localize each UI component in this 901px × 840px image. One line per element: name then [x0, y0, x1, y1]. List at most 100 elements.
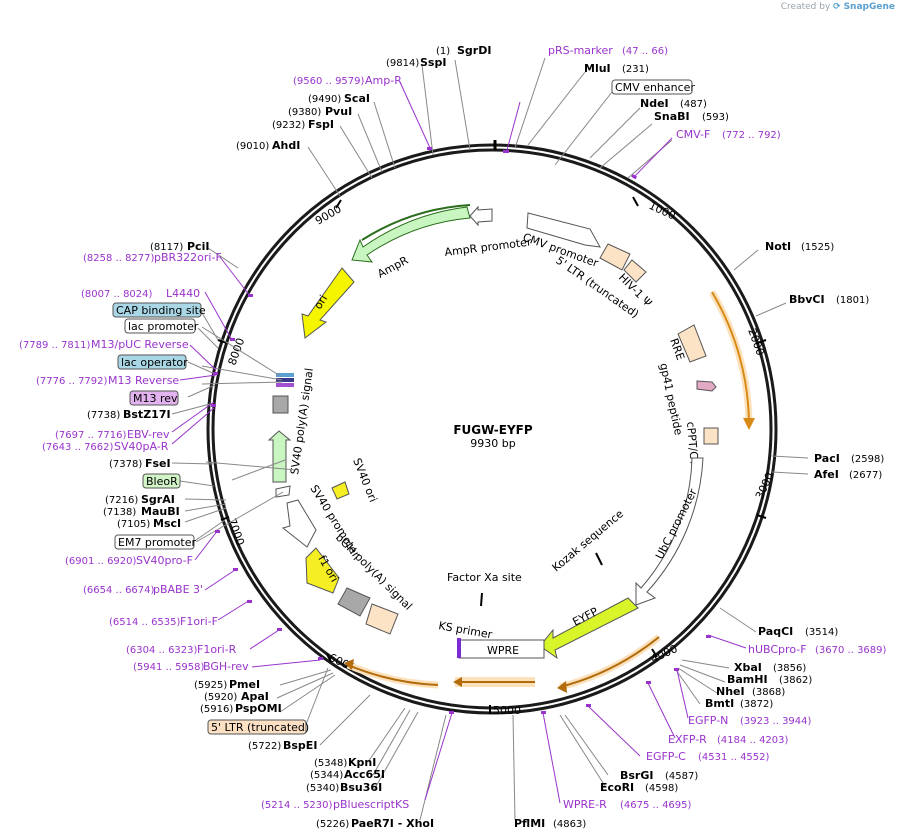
site-paqci[interactable]: PaqCI	[758, 625, 793, 638]
site-kpni[interactable]: KpnI	[348, 756, 376, 769]
site-bamhi[interactable]: BamHI	[727, 673, 768, 686]
site-snabi[interactable]: SnaBI	[654, 110, 690, 123]
site-pos-afei: (2677)	[849, 470, 882, 481]
site-pos-ndei: (487)	[680, 99, 707, 110]
site-pos-mlui: (231)	[622, 64, 649, 75]
site-bsrgi[interactable]: BsrGI	[620, 769, 653, 782]
site-pflmi[interactable]: PflMI	[514, 817, 545, 830]
site-ecori[interactable]: EcoRI	[600, 781, 634, 794]
site-xhoi[interactable]: PaeR7I - XhoI	[351, 817, 434, 830]
f1-ori-arrow	[305, 547, 340, 594]
kozak-label: Kozak sequence	[550, 507, 627, 574]
label-cmv-enhancer[interactable]: CMV enhancer	[615, 81, 695, 94]
primer-labels[interactable]: pRS-marker (47 .. 66) CMV-F (772 .. 792)…	[19, 44, 887, 811]
site-paci[interactable]: PacI	[814, 452, 840, 465]
primer-egfp-c[interactable]: EGFP-C	[646, 750, 686, 763]
site-pos-noti: (1525)	[801, 242, 834, 253]
site-pos-paqci: (3514)	[805, 627, 838, 638]
primer-m13puc-reverse[interactable]: M13/pUC Reverse	[91, 338, 189, 351]
primer-pbabe[interactable]: pBABE 3'	[153, 583, 203, 596]
boxed-feature-labels[interactable]: CMV enhancer CAP binding site lac promot…	[112, 79, 695, 735]
site-sgrdi[interactable]: SgrDI	[457, 44, 491, 57]
site-msci[interactable]: MscI	[153, 517, 181, 530]
primer-m13-reverse[interactable]: M13 Reverse	[108, 374, 179, 387]
gp41-label: gp41 peptide	[657, 362, 685, 437]
site-fsei[interactable]: FseI	[145, 457, 171, 470]
site-pspomi[interactable]: PspOMI	[235, 702, 282, 715]
snapgene-credit: Created by ⟳ SnapGene	[781, 2, 895, 12]
rre-box	[677, 324, 707, 363]
site-bstz17i[interactable]: BstZ17I	[123, 408, 171, 421]
cppt-box	[703, 427, 719, 445]
factor-xa-mark	[480, 592, 483, 607]
site-bsu36i[interactable]: Bsu36I	[340, 781, 382, 794]
site-fspi[interactable]: FspI	[308, 118, 334, 131]
primer-f1ori-r[interactable]: F1ori-R	[197, 643, 237, 656]
site-mlui[interactable]: MluI	[584, 62, 611, 75]
site-ndei[interactable]: NdeI	[640, 97, 669, 110]
site-bmti[interactable]: BmtI	[705, 697, 734, 710]
label-5ltr[interactable]: 5' LTR (truncated)	[211, 721, 309, 734]
snapgene-logo-icon: ⟳	[833, 2, 841, 12]
primer-ebv-rev[interactable]: EBV-rev	[127, 428, 170, 441]
primer-pos-l4440: (8007 .. 8024)	[81, 289, 153, 300]
box-em7-promoter	[114, 534, 195, 550]
box-bleor	[142, 473, 181, 489]
site-pmei[interactable]: PmeI	[229, 678, 260, 691]
site-nhei[interactable]: NheI	[716, 685, 745, 698]
site-pos-paci: (2598)	[851, 454, 884, 465]
primer-exfp-r[interactable]: EXFP-R	[668, 733, 707, 746]
primer-sv40pa-r[interactable]: SV40pA-R	[114, 440, 169, 453]
label-em7-promoter[interactable]: EM7 promoter	[118, 536, 196, 549]
label-bleor[interactable]: BleoR	[146, 475, 178, 488]
site-sspi[interactable]: SspI	[420, 56, 446, 69]
restriction-sites[interactable]: (1) SgrDI MluI (231) NdeI (487) SnaBI (5…	[87, 44, 884, 830]
site-pos-pmei: (5925)	[194, 680, 227, 691]
site-pvui[interactable]: PvuI	[325, 105, 352, 118]
site-bbvci[interactable]: BbvCI	[789, 293, 825, 306]
grey-box	[337, 587, 371, 617]
label-lac-operator[interactable]: lac operator	[121, 356, 188, 369]
primer-hubcpro-f[interactable]: hUBCpro-F	[748, 643, 807, 656]
site-sgrai[interactable]: SgrAI	[141, 493, 175, 506]
primer-sv40pro-f[interactable]: SV40pro-F	[136, 554, 193, 567]
label-m13-rev[interactable]: M13 rev	[133, 392, 178, 405]
ori-arrow	[301, 267, 355, 339]
ltr-box	[599, 243, 631, 271]
site-pos-scai: (9490)	[308, 94, 341, 105]
site-pos-xbai: (3856)	[773, 663, 806, 674]
site-pos-sspi: (9814)	[386, 58, 419, 69]
primer-pbluescriptks[interactable]: pBluescriptKS	[333, 798, 409, 811]
site-xbai[interactable]: XbaI	[734, 661, 762, 674]
kozak-mark	[595, 552, 603, 566]
site-pos-bsu36i: (5340)	[306, 783, 339, 794]
site-bspei[interactable]: BspEI	[283, 739, 317, 752]
site-apai[interactable]: ApaI	[241, 690, 269, 703]
site-noti[interactable]: NotI	[765, 240, 791, 253]
site-scai[interactable]: ScaI	[344, 92, 370, 105]
site-pcii[interactable]: PciI	[187, 240, 209, 253]
site-pos-sgrdi: (1)	[436, 46, 450, 57]
primer-pos-pbr322ori-f: (8258 .. 8277)	[83, 253, 155, 264]
label-cap-binding[interactable]: CAP binding site	[116, 304, 206, 317]
primer-cmv-f[interactable]: CMV-F	[676, 128, 710, 141]
box-cmv-enhancer	[611, 79, 693, 95]
primer-l4440[interactable]: L4440	[166, 287, 200, 300]
primer-wpre-r[interactable]: WPRE-R	[563, 798, 607, 811]
primer-prs-marker[interactable]: pRS-marker	[548, 44, 613, 57]
site-pos-pflmi: (4863)	[553, 819, 586, 830]
site-pos-bmti: (3872)	[740, 699, 773, 710]
site-pos-fsei: (7378)	[109, 459, 142, 470]
primer-f1ori-f[interactable]: F1ori-F	[180, 615, 218, 628]
primer-pbr322ori-f[interactable]: pBR322ori-F	[154, 251, 222, 264]
label-lac-promoter[interactable]: lac promoter	[128, 320, 199, 333]
primer-bgh-rev[interactable]: BGH-rev	[203, 660, 249, 673]
site-maubi[interactable]: MauBI	[141, 505, 180, 518]
primer-egfp-n[interactable]: EGFP-N	[688, 714, 728, 727]
primer-amp-r[interactable]: Amp-R	[365, 74, 402, 87]
site-ahdi[interactable]: AhdI	[272, 139, 300, 152]
site-acc65i[interactable]: Acc65I	[344, 768, 385, 781]
site-afei[interactable]: AfeI	[814, 468, 839, 481]
primer-pos-ebv-rev: (7697 .. 7716)	[55, 430, 127, 441]
